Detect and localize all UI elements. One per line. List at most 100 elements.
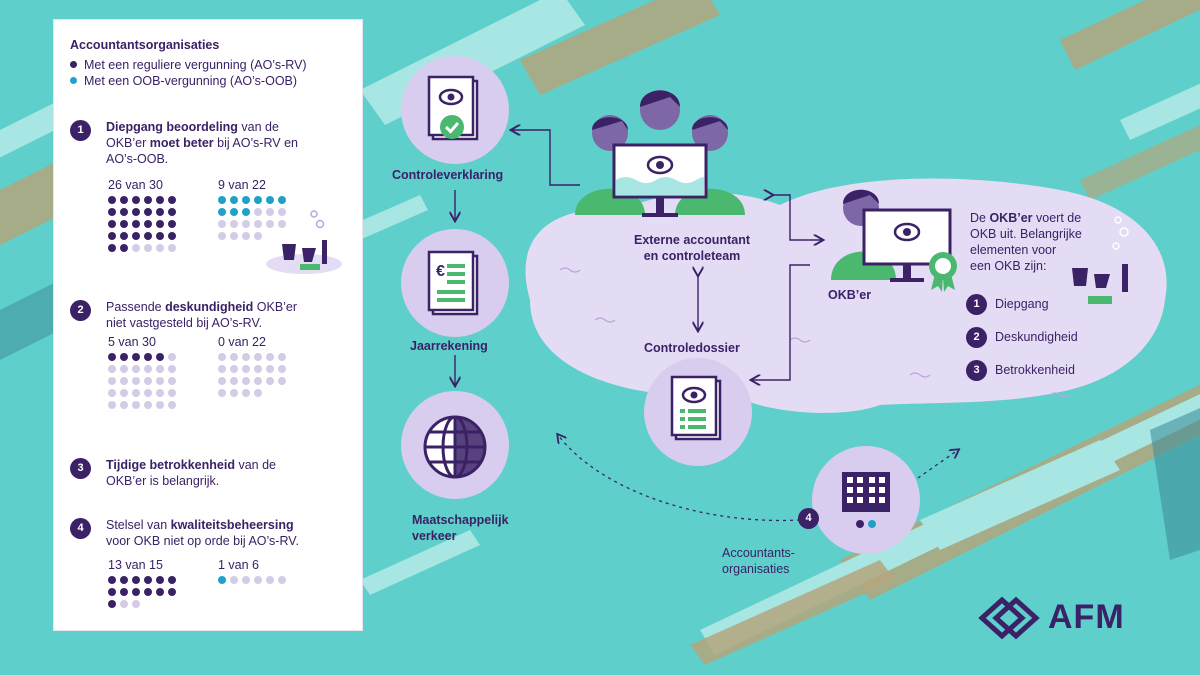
dot-mark [156,196,164,204]
finding-3-line-1: OKB’er is belangrijk. [106,473,276,489]
dot-mark [168,588,176,596]
dot-mark [218,232,226,240]
dot-mark [144,232,152,240]
label-jaarrekening: Jaarrekening [410,339,488,353]
dot-mark [108,208,116,216]
dossier-document-icon [670,375,722,441]
globe-icon [423,415,487,479]
dot-mark [254,353,262,361]
dot-mark [254,196,262,204]
dot-mark [242,365,250,373]
dot-mark [132,196,140,204]
legend-label-rv: Met een reguliere vergunning (AO’s-RV) [84,58,307,72]
label-controledossier: Controledossier [644,341,740,355]
legend-title: Accountantsorganisaties [70,38,220,52]
dot-mark [120,232,128,240]
dot-mark [254,220,262,228]
currency-symbol: € [436,263,445,280]
diving-decoration [266,210,342,274]
dot-mark [108,576,116,584]
stat-count-2-oob: 0 van 22 [218,335,266,349]
dot-mark [120,377,128,385]
dot-mark [266,576,274,584]
label-maatschappelijk: Maatschappelijk verkeer [412,512,509,544]
dot-mark [144,244,152,252]
finding-4-line-0: Stelsel van kwaliteitsbeheersing [106,517,299,533]
dot-mark [254,208,262,216]
finding-4-line-1-seg: voor OKB niet op orde bij AO’s-RV. [106,534,299,548]
stat-count-4-rv: 13 van 15 [108,558,163,572]
building-icon [842,472,890,528]
okb-line-0-seg: De [970,211,990,225]
dot-mark [218,196,226,204]
okb-element-label: Betrokkenheid [995,362,1075,377]
dot-mark [156,401,164,409]
dot-mark [120,389,128,397]
dot-mark [230,365,238,373]
okb-element-2: 2 Deskundigheid [966,327,1078,348]
dot-mark [230,353,238,361]
dot-mark [132,365,140,373]
dot-mark [120,401,128,409]
dot-mark [278,365,286,373]
dot-mark [254,576,262,584]
brand-name: AFM [1048,598,1125,636]
dot-mark [242,220,250,228]
finding-3-line-0-seg: Tijdige betrokkenheid [106,458,235,472]
label-accountants-line2: organisaties [722,562,790,576]
dot-mark [168,244,176,252]
dot-mark [120,365,128,373]
dot-mark [120,600,128,608]
legend-label-oob: Met een OOB-vergunning (AO’s-OOB) [84,74,298,88]
dot-mark [278,220,286,228]
legend-dot-rv [70,61,77,68]
dot-mark [156,389,164,397]
euro-document-icon: € [427,250,479,316]
dot-mark [242,389,250,397]
label-maatschappelijk-line2: verkeer [412,529,457,543]
dot-mark [132,401,140,409]
dot-mark [266,220,274,228]
dot-mark [156,377,164,385]
dot-mark [108,244,116,252]
okb-line-0-seg: voert de [1032,211,1082,225]
dot-mark [108,600,116,608]
dot-grid-1-oob [218,196,286,240]
finding-2-line-0-seg: deskundigheid [165,300,254,314]
finding-number-4: 4 [70,518,91,539]
label-okber: OKB’er [828,288,872,302]
finding-1-line-2-seg: AO’s-OOB. [106,152,169,166]
okb-element-label: Deskundigheid [995,329,1078,344]
finding-2-line-0-seg: OKB’er [253,300,298,314]
okb-line-1: OKB uit. Belangrijke [970,226,1082,242]
dot-mark [242,377,250,385]
dot-mark [218,220,226,228]
finding-number-2: 2 [70,300,91,321]
dot-mark [254,232,262,240]
dot-mark [242,576,250,584]
dot-mark [230,576,238,584]
dot-mark [254,377,262,385]
okb-line-3: een OKB zijn: [970,258,1082,274]
dot-mark [230,232,238,240]
dot-grid-1-rv [108,196,176,252]
dot-mark [120,588,128,596]
label-team: Externe accountant en controleteam [602,232,782,264]
dot-mark [108,389,116,397]
dot-mark [132,377,140,385]
dot-grid-2-rv [108,353,176,409]
okb-line-0: De OKB’er voert de [970,210,1082,226]
dot-mark [156,365,164,373]
finding-1-line-1-seg: bij AO’s-RV en [213,136,298,150]
okb-element-number: 1 [966,294,987,315]
dot-mark [266,208,274,216]
check-circle-icon [440,115,464,139]
dot-mark [254,365,262,373]
accountant-team-illustration [575,90,745,217]
okb-element-number: 3 [966,360,987,381]
okb-element-number: 2 [966,327,987,348]
dot-mark [144,365,152,373]
